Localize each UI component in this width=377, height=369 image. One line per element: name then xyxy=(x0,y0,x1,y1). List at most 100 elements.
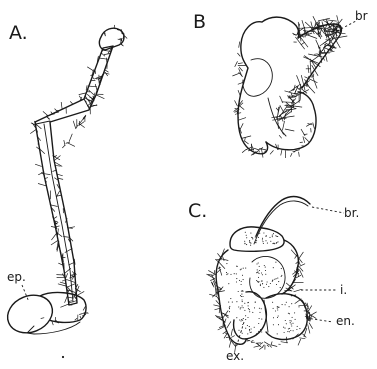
bristle xyxy=(222,311,228,319)
stipple-dot xyxy=(294,312,295,313)
bristle xyxy=(58,229,59,236)
stipple-dot xyxy=(242,305,243,306)
stipple-dot xyxy=(254,307,255,308)
stipple-dot xyxy=(226,263,227,264)
stipple-dot xyxy=(272,243,273,244)
stipple-dot xyxy=(275,235,276,236)
stipple-dot xyxy=(280,287,281,288)
stipple-dot xyxy=(299,328,300,329)
bristle xyxy=(44,174,50,175)
bristle xyxy=(55,109,57,111)
bristle xyxy=(77,291,84,295)
panel-c-top-plate xyxy=(230,227,284,251)
stipple-dot xyxy=(257,269,258,270)
stipple-dot xyxy=(258,323,259,324)
stipple-dot xyxy=(244,243,245,244)
stipple-dot xyxy=(250,245,251,246)
stipple-dot xyxy=(245,268,246,269)
stipple-dot xyxy=(242,324,243,325)
stipple-dot xyxy=(256,280,257,281)
bristle xyxy=(329,53,330,54)
stipple-dot xyxy=(241,296,242,297)
stipple-dot xyxy=(277,241,278,242)
bristle xyxy=(229,341,231,348)
panel-c-label-i: i. xyxy=(340,283,347,297)
stipple-dot xyxy=(240,307,241,308)
panel-c: C. br. i. en. ex. xyxy=(188,197,359,363)
stipple-dot xyxy=(273,233,274,234)
bristle xyxy=(235,61,238,67)
stipple-dot xyxy=(263,287,264,288)
bristle xyxy=(270,150,274,154)
stipple-dot xyxy=(258,262,259,263)
stipple-dot xyxy=(262,241,263,242)
stipple-dot xyxy=(237,266,238,267)
stipple-dot xyxy=(289,306,290,307)
panel-a-shaft-midline xyxy=(44,124,73,302)
stipple-dot xyxy=(286,323,287,324)
stipple-dot xyxy=(277,333,278,334)
panel-a-label-ep: ep. xyxy=(7,270,26,284)
bristle xyxy=(97,95,105,99)
stipple-dot xyxy=(252,312,253,313)
bristle xyxy=(105,72,108,76)
stipple-dot xyxy=(238,330,239,331)
stipple-dot xyxy=(289,313,290,314)
bristle xyxy=(227,321,231,328)
bristle xyxy=(95,84,97,92)
bristle xyxy=(54,217,57,219)
stipple-dot xyxy=(261,272,262,273)
stipple-dot xyxy=(293,330,294,331)
bristle xyxy=(238,90,241,96)
stipple-dot xyxy=(232,302,233,303)
stipple-dot xyxy=(243,318,244,319)
stipple-dot xyxy=(249,329,250,330)
stipple-dot xyxy=(230,298,231,299)
stipple-dot xyxy=(236,301,237,302)
stipple-dot xyxy=(265,270,266,271)
stipple-dot xyxy=(247,333,248,334)
bristle xyxy=(285,129,294,131)
stipple-dot xyxy=(246,244,247,245)
stipple-dot xyxy=(267,281,268,282)
stipple-dot xyxy=(291,303,292,304)
bristle xyxy=(326,20,337,21)
bristle xyxy=(251,341,254,342)
stipple-dot xyxy=(243,268,244,269)
bristle xyxy=(294,289,302,292)
bristle xyxy=(215,284,216,294)
bristle xyxy=(223,256,225,261)
stipple-dot xyxy=(249,311,250,312)
stipple-dot xyxy=(276,243,277,244)
stipple-dot xyxy=(290,322,291,323)
bristle xyxy=(235,114,236,115)
bristle xyxy=(282,121,284,130)
stipple-dot xyxy=(274,243,275,244)
bristle xyxy=(73,121,76,129)
bristle xyxy=(70,101,73,104)
stipple-dot xyxy=(275,310,276,311)
stipple-dot xyxy=(278,307,279,308)
bristle xyxy=(314,54,318,55)
stipple-dot xyxy=(228,283,229,284)
stipple-dot xyxy=(240,320,241,321)
bristle xyxy=(64,140,65,146)
bristle xyxy=(214,270,215,275)
bristle xyxy=(305,137,309,141)
bristle xyxy=(286,109,293,110)
stipple-dot xyxy=(281,276,282,277)
panel-c-label-ex: ex. xyxy=(226,349,244,363)
stipple-dot xyxy=(262,283,263,284)
stipple-dot xyxy=(273,317,274,318)
bristle xyxy=(262,345,264,348)
stipple-dot xyxy=(261,308,262,309)
stipple-dot xyxy=(230,274,231,275)
stipple-dot xyxy=(270,283,271,284)
stipple-dot xyxy=(243,279,244,280)
stipple-dot xyxy=(242,333,243,334)
stipple-dot xyxy=(252,238,253,239)
stipple-dot xyxy=(262,238,263,239)
bristle xyxy=(271,345,277,347)
bristle xyxy=(299,152,300,157)
bristle xyxy=(47,117,50,120)
